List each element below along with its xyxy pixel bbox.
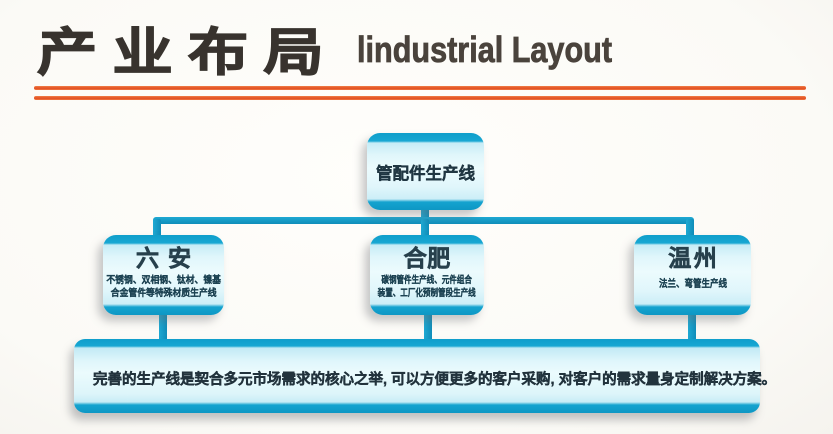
org-node-luan-desc: 不锈钢、双相钢、钛材、镍基 合金管件等特殊材质生产线 [100, 275, 227, 300]
org-node-root-label: 管配件生产线 [376, 164, 475, 183]
connector-hefei-to-banner [424, 310, 432, 342]
title-underline-bottom-rule [34, 96, 806, 100]
title-underline-top-rule [34, 86, 806, 90]
org-node-luan-desc-line2: 合金管件等特殊材质生产线 [110, 287, 217, 299]
org-node-luan-name: 六安 [136, 245, 200, 271]
connector-wenzhou-to-banner [688, 310, 696, 342]
page-title-english: lindustrial Layout [357, 29, 613, 71]
page-title-chinese: 产业布局 [36, 23, 340, 81]
org-node-hefei-desc-line1: 碳钢管件生产线、元件组合 [381, 275, 473, 287]
org-node-root: 管配件生产线 [367, 133, 484, 210]
org-node-wenzhou-desc: 法兰、弯管生产线 [653, 279, 733, 292]
summary-banner: 完善的生产线是契合多元市场需求的核心之举, 可以方便更多的客户采购, 对客户的需… [74, 339, 776, 413]
org-node-hefei: 合肥 碳钢管件生产线、元件组合 装置、工厂化预制管段生产线 [370, 235, 484, 315]
connector-drop-hefei [421, 219, 429, 239]
connector-root-stub [421, 205, 429, 221]
org-node-wenzhou: 温州 法兰、弯管生产线 [634, 235, 751, 315]
summary-banner-text: 完善的生产线是契合多元市场需求的核心之举, 可以方便更多的客户采购, 对客户的需… [93, 372, 777, 388]
connector-drop-wenzhou [686, 219, 694, 239]
org-node-hefei-desc-line2: 装置、工厂化预制管段生产线 [377, 287, 477, 299]
org-node-wenzhou-name: 温州 [668, 245, 720, 271]
org-node-hefei-name: 合肥 [403, 245, 451, 271]
title-underline [34, 86, 806, 100]
connector-drop-luan [153, 219, 161, 239]
org-node-hefei-desc: 碳钢管件生产线、元件组合 装置、工厂化预制管段生产线 [363, 275, 490, 300]
org-node-luan-desc-line1: 不锈钢、双相钢、钛材、镍基 [106, 275, 221, 287]
org-node-wenzhou-desc-line1: 法兰、弯管生产线 [658, 279, 727, 291]
connector-luan-to-banner [159, 310, 167, 342]
org-node-luan: 六安 不锈钢、双相钢、钛材、镍基 合金管件等特殊材质生产线 [103, 235, 224, 315]
